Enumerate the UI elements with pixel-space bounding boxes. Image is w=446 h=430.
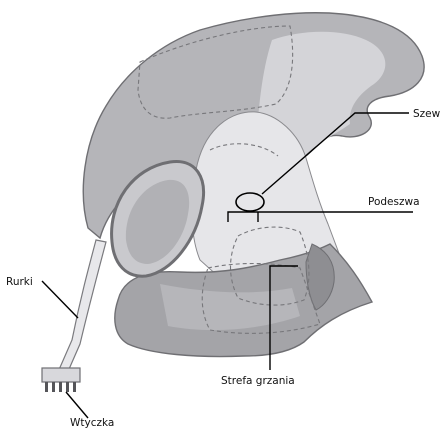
plug-pin-4 [66,382,69,392]
label-seam: Szew [413,108,441,120]
plug-pin-5 [73,382,76,392]
label-sole: Podeszwa [368,196,420,208]
plug [42,368,80,392]
leader-plug [66,392,88,418]
plug-pin-3 [59,382,62,392]
label-heating-zone: Strefa grzania [221,375,295,387]
leader-tubes [42,281,78,318]
cable-tube [58,240,106,376]
label-plug: Wtyczka [70,417,114,429]
plug-pin-1 [45,382,48,392]
plug-pin-2 [52,382,55,392]
label-tubes: Rurki [6,276,33,288]
plug-body [42,368,80,382]
